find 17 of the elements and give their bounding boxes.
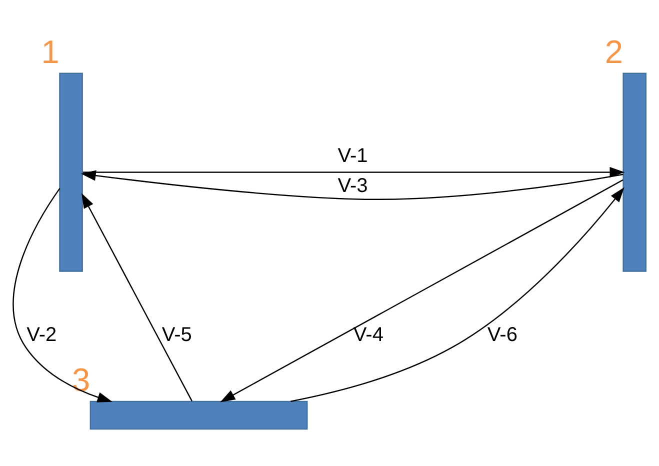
- node-bar: [59, 72, 83, 272]
- node-label: 2: [604, 34, 623, 70]
- arrow: [82, 167, 625, 178]
- edge-label: V-6: [487, 324, 518, 346]
- edge-label: V-3: [338, 175, 368, 198]
- arrow: [12, 188, 112, 402]
- node-bar: [90, 400, 308, 430]
- edge-label: V-1: [338, 144, 368, 167]
- arrow: [80, 170, 624, 200]
- arrow: [290, 187, 624, 402]
- node-bar: [622, 72, 646, 272]
- edge-label: V-5: [162, 324, 192, 346]
- edge-label: V-2: [26, 324, 57, 346]
- edge-label: V-4: [353, 324, 384, 346]
- node-label: 1: [41, 34, 60, 70]
- arrow: [81, 193, 192, 402]
- arrow: [220, 179, 624, 402]
